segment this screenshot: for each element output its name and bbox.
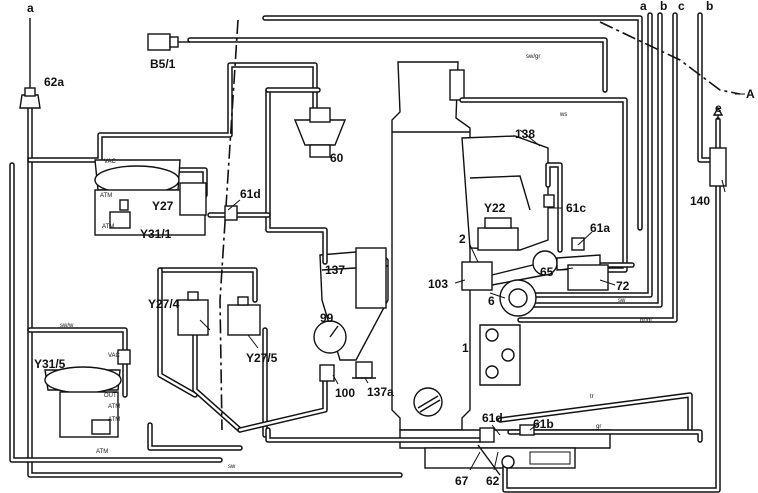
label-100: 100: [335, 386, 355, 400]
check-valve-61d-lower: [479, 427, 495, 443]
label-140: 140: [690, 194, 710, 208]
label-b-1: b: [660, 0, 667, 13]
engine-block: [391, 61, 611, 469]
label-2: 2: [459, 232, 466, 246]
wire-tr: tr: [590, 394, 594, 400]
port-atm-lower: ATM: [108, 404, 120, 410]
wiring-harness-a: [599, 21, 741, 95]
label-137a: 137a: [367, 385, 394, 399]
label-y31-5: Y31/5: [34, 357, 66, 371]
label-61d-upper: 61d: [240, 187, 261, 201]
sensor-b5-1: [147, 33, 179, 51]
wire-sw-bottom: sw: [228, 464, 236, 470]
label-137: 137: [325, 263, 345, 277]
label-y22: Y22: [484, 201, 506, 215]
valve-y27-4: [177, 291, 209, 336]
label-y27-4: Y27/4: [148, 297, 180, 311]
port-vac-upper: VAC: [104, 159, 117, 165]
assembly-y22: [461, 217, 546, 291]
label-61a: 61a: [590, 221, 610, 235]
label-72: 72: [616, 279, 630, 293]
label-61b: 61b: [533, 417, 554, 431]
wire-ws: ws: [559, 112, 567, 118]
control-cable: [219, 19, 239, 431]
component-72: [567, 264, 609, 291]
wire-sw: sw: [618, 298, 626, 304]
port-137a: [352, 361, 376, 379]
label-61d-lower: 61d: [482, 411, 503, 425]
gauge-99: [313, 320, 347, 382]
leader-lines: [199, 93, 745, 471]
port-atm-lower-2: ATM: [108, 417, 120, 423]
label-6: 6: [488, 294, 495, 308]
label-1: 1: [462, 341, 469, 355]
label-e: e: [715, 101, 722, 115]
label-67: 67: [455, 474, 469, 488]
wire-sw-gr: sw/gr: [526, 54, 540, 60]
check-valve-62a: [19, 87, 41, 109]
label-b-2: b: [706, 0, 713, 13]
label-103: 103: [428, 277, 448, 291]
valve-y27-5: [227, 296, 261, 336]
wire-br-bl: br/bl: [640, 318, 652, 324]
thermo-valve-140: [709, 106, 727, 187]
check-valve-61c: [543, 194, 555, 208]
label-a-left: a: [27, 1, 34, 15]
connector-62: [501, 455, 515, 469]
wire-sw-w: sw/w: [60, 323, 74, 329]
check-valve-61b: [519, 424, 535, 436]
valve-cluster-y27-y31-1: [94, 159, 207, 236]
label-62a: 62a: [44, 75, 64, 89]
valve-y31-5: [44, 349, 131, 438]
vacuum-unit-60: [293, 107, 347, 158]
component-1: [479, 324, 521, 386]
wire-gr: gr: [596, 424, 601, 430]
label-y27-5: Y27/5: [246, 351, 278, 365]
pump-6: [499, 279, 537, 317]
check-valve-61a: [571, 237, 585, 251]
label-138: 138: [515, 127, 535, 141]
label-y31-1: Y31/1: [140, 227, 172, 241]
port-atm-lower-3: ATM: [96, 449, 108, 455]
port-vac-lower: VAC: [108, 353, 121, 359]
label-A: A: [746, 87, 755, 101]
label-a-right: a: [640, 0, 647, 13]
port-atm-upper: ATM: [100, 193, 112, 199]
label-c: c: [678, 0, 685, 13]
label-b5-1: B5/1: [150, 57, 176, 71]
label-62: 62: [486, 474, 500, 488]
connector-67: [477, 444, 501, 476]
port-atm-upper-2: ATM: [102, 224, 114, 230]
label-61c: 61c: [566, 201, 586, 215]
label-65: 65: [540, 265, 554, 279]
port-out: OUT: [104, 393, 117, 399]
label-99: 99: [320, 311, 334, 325]
label-60: 60: [330, 151, 344, 165]
label-y27: Y27: [152, 199, 174, 213]
